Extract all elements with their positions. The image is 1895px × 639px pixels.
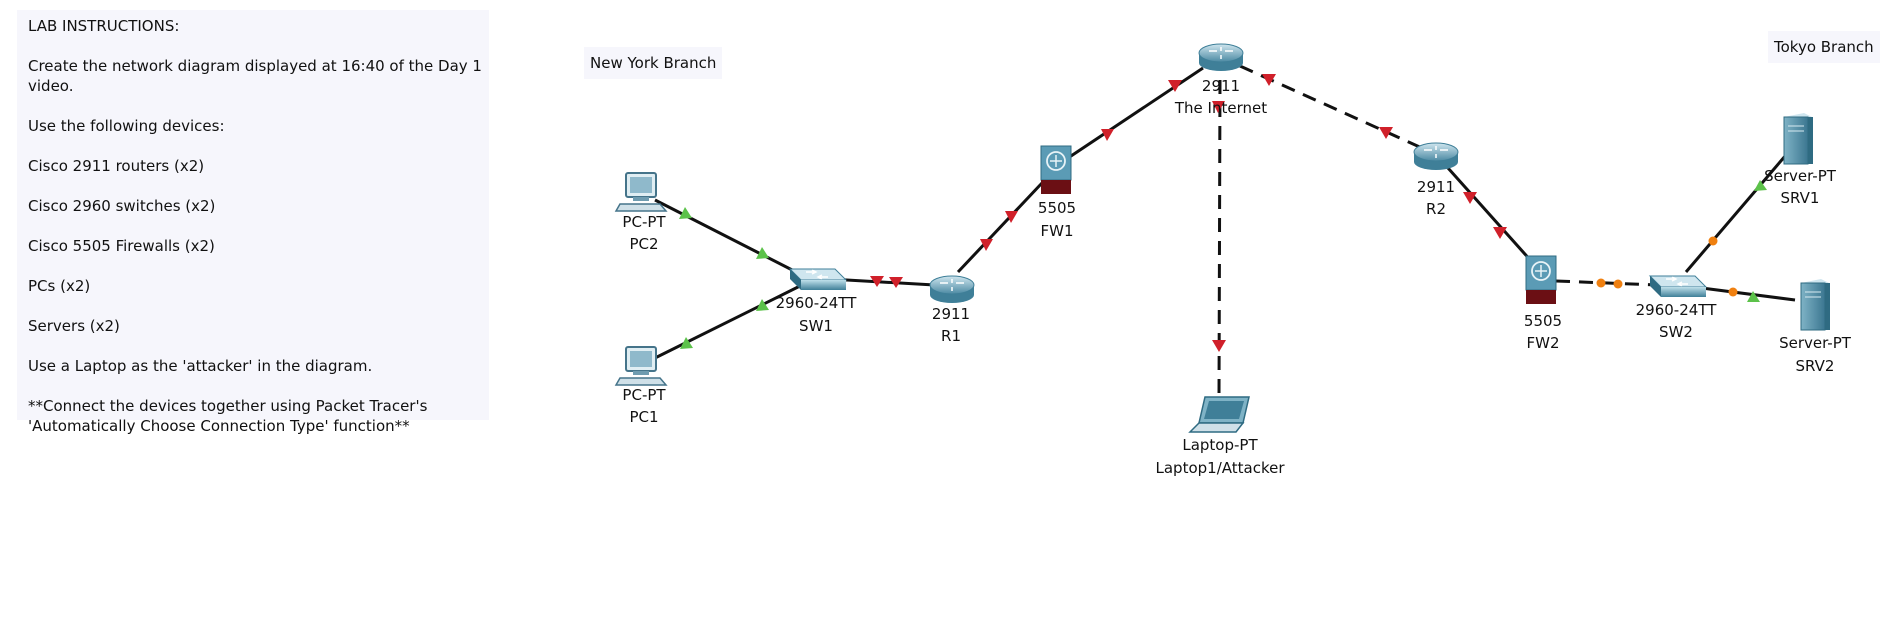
lab-instructions-note: LAB INSTRUCTIONS: Create the network dia… (17, 10, 489, 435)
instruction-note-line2: 'Automatically Choose Connection Type' f… (28, 417, 410, 435)
device-pc1[interactable]: PC-PT PC1 (614, 346, 668, 426)
link-down-marker (1379, 127, 1393, 139)
device-model-label: Server-PT (1779, 334, 1852, 352)
device-name-label: The Internet (1174, 99, 1267, 117)
device-model-label: PC-PT (622, 213, 666, 231)
link-pc1-sw1[interactable] (654, 283, 803, 360)
link-up-marker (680, 337, 693, 349)
device-name-label: PC1 (629, 408, 658, 426)
link-up-marker (1747, 291, 1760, 302)
device-name-label: SRV2 (1796, 357, 1835, 375)
server-icon (1783, 113, 1813, 165)
switch-icon (1648, 275, 1708, 297)
instruction-line: Use a Laptop as the 'attacker' in the di… (28, 357, 373, 375)
firewall-icon (1040, 145, 1072, 194)
device-model-label: Server-PT (1764, 167, 1837, 185)
link-down-marker (1262, 74, 1276, 86)
link-pending-marker (1728, 287, 1738, 297)
device-model-label: Laptop-PT (1182, 436, 1258, 454)
instruction-line: PCs (x2) (28, 277, 91, 295)
link-r1-fw1[interactable] (956, 181, 1044, 274)
link-r2-fw2[interactable] (1446, 167, 1534, 263)
instruction-line: Cisco 2911 routers (x2) (28, 157, 205, 175)
device-model-label: 5505 (1038, 199, 1076, 217)
link-sw2-srv1[interactable] (1684, 154, 1788, 273)
instruction-note-line1: **Connect the devices together using Pac… (28, 397, 428, 415)
link-down-marker (1463, 192, 1477, 204)
link-down-marker (1005, 211, 1018, 223)
device-name-label: FW1 (1040, 222, 1073, 240)
link-up-marker (756, 299, 769, 311)
link-status-markers (679, 74, 1767, 352)
device-name-label: SW1 (799, 317, 833, 335)
link-pending-marker (1596, 278, 1606, 288)
link-down-marker (1168, 80, 1182, 92)
link-down-marker (980, 239, 993, 251)
device-model-label: 2960-24TT (1636, 301, 1718, 319)
device-internet[interactable]: 2911 The Internet (1174, 43, 1267, 117)
instruction-line: Servers (x2) (28, 317, 120, 335)
tokyo-branch-note[interactable]: Tokyo Branch (1768, 31, 1880, 63)
pc-icon (614, 346, 668, 386)
device-srv1[interactable]: Server-PT SRV1 (1764, 113, 1837, 207)
link-down-marker (1101, 129, 1114, 141)
device-pc2[interactable]: PC-PT PC2 (614, 172, 668, 253)
instruction-note: **Connect the devices together using Pac… (28, 396, 483, 436)
device-name-label: SW2 (1659, 323, 1693, 341)
link-fw1-internet[interactable] (1067, 66, 1204, 160)
device-srv2[interactable]: Server-PT SRV2 (1779, 279, 1852, 375)
instruction-line: Use the following devices: (28, 117, 225, 135)
instructions-title: LAB INSTRUCTIONS: (28, 17, 180, 35)
device-model-label: 2911 (1417, 178, 1455, 196)
link-pending-marker (1613, 279, 1623, 289)
link-down-marker (1212, 101, 1225, 113)
router-icon (1198, 43, 1244, 71)
router-icon (929, 275, 975, 303)
device-sw1[interactable]: 2960-24TT SW1 (776, 268, 858, 335)
link-up-marker (1754, 180, 1767, 191)
link-down-marker (1493, 227, 1507, 239)
new-york-branch-note[interactable]: New York Branch (584, 47, 723, 79)
link-down-marker (889, 277, 903, 288)
link-up-marker (756, 247, 769, 259)
device-r2[interactable]: 2911 R2 (1413, 142, 1459, 218)
instruction-line: Cisco 5505 Firewalls (x2) (28, 237, 215, 255)
device-sw2[interactable]: 2960-24TT SW2 (1636, 275, 1718, 341)
link-pending-marker (1708, 236, 1718, 246)
link-up-marker (679, 207, 692, 219)
link-down-marker (1212, 340, 1226, 352)
device-name-label: R1 (941, 327, 961, 345)
device-model-label: 2911 (932, 305, 970, 323)
laptop-icon (1188, 396, 1250, 433)
device-model-label: 5505 (1524, 312, 1562, 330)
instruction-line: Cisco 2960 switches (x2) (28, 197, 216, 215)
device-r1[interactable]: 2911 R1 (929, 275, 975, 345)
device-model-label: 2911 (1202, 77, 1240, 95)
router-icon (1413, 142, 1459, 170)
device-model-label: 2960-24TT (776, 294, 858, 312)
switch-icon (788, 268, 848, 290)
link-sw2-srv2[interactable] (1693, 285, 1796, 302)
device-name-label: R2 (1426, 200, 1446, 218)
device-name-label: SRV1 (1781, 189, 1820, 207)
link-fw2-sw2[interactable] (1555, 279, 1659, 287)
server-icon (1800, 279, 1830, 331)
instruction-line: Create the network diagram displayed at … (28, 57, 482, 95)
link-down-marker (870, 276, 884, 287)
link-pc2-sw1[interactable] (654, 198, 803, 277)
device-name-label: PC2 (629, 235, 658, 253)
firewall-icon (1525, 255, 1557, 304)
device-laptop[interactable]: Laptop-PT Laptop1/Attacker (1156, 396, 1286, 477)
device-fw1[interactable]: 5505 FW1 (1038, 145, 1076, 240)
device-fw2[interactable]: 5505 FW2 (1524, 255, 1562, 352)
pc-icon (614, 172, 668, 212)
device-model-label: PC-PT (622, 386, 666, 404)
device-name-label: Laptop1/Attacker (1156, 459, 1286, 477)
device-name-label: FW2 (1526, 334, 1559, 352)
